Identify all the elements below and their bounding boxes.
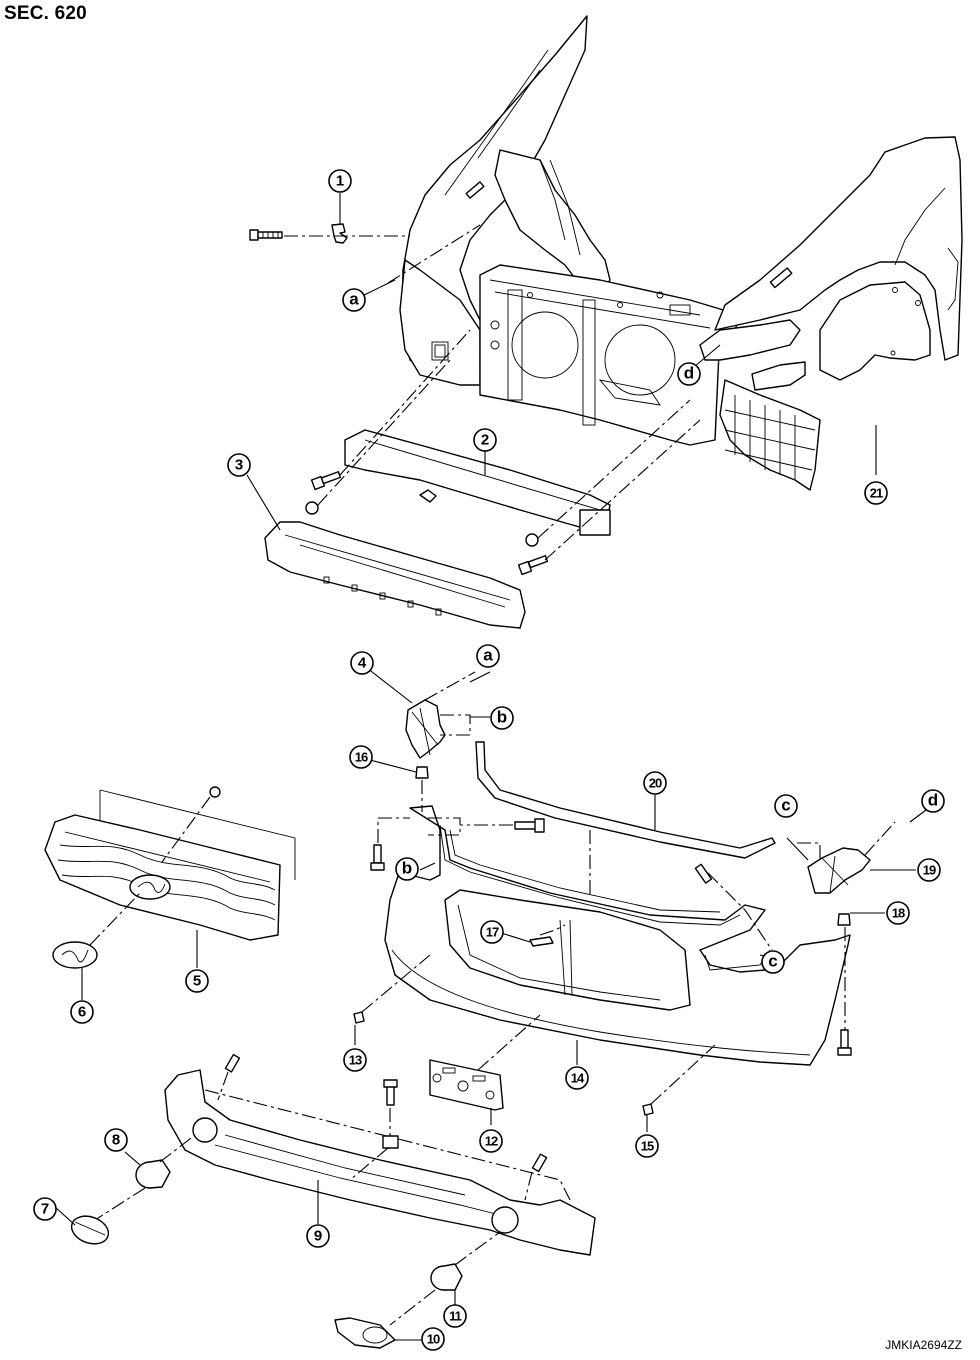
callout-15: 15: [635, 1134, 659, 1158]
svg-text:a: a: [483, 646, 493, 665]
callout-12: 12: [479, 1129, 503, 1153]
part-3-energy-absorber: [264, 521, 526, 629]
ref-c-lower: c: [761, 950, 785, 974]
svg-text:d: d: [928, 791, 938, 810]
svg-text:18: 18: [892, 906, 905, 921]
ref-a-lower: a: [476, 644, 500, 668]
svg-text:c: c: [768, 952, 777, 971]
section-title: SEC. 620: [4, 3, 87, 24]
svg-text:2: 2: [481, 432, 489, 449]
callout-11: 11: [443, 1304, 467, 1328]
svg-text:3: 3: [235, 457, 243, 474]
callout-16: 16: [349, 745, 373, 769]
svg-text:14: 14: [571, 1071, 585, 1086]
svg-text:20: 20: [649, 776, 662, 791]
ref-d-lower: d: [921, 789, 945, 813]
part-5-radiator-grille: [44, 786, 296, 941]
callout-7: 7: [33, 1197, 57, 1221]
part-12-license-bracket: [429, 1014, 541, 1111]
callout-4: 4: [350, 651, 374, 675]
svg-text:6: 6: [78, 1004, 86, 1021]
svg-text:10: 10: [427, 1332, 440, 1347]
callout-21: 21: [864, 481, 888, 505]
svg-text:17: 17: [486, 925, 499, 940]
part-2-bumper-reinforcement: [344, 429, 611, 536]
svg-text:16: 16: [355, 750, 368, 765]
callout-3: 3: [227, 453, 251, 477]
svg-text:11: 11: [449, 1309, 462, 1324]
callout-18: 18: [886, 901, 910, 925]
callout-8: 8: [104, 1128, 128, 1152]
ref-d-upper: d: [677, 362, 701, 386]
svg-text:d: d: [684, 364, 694, 383]
svg-text:13: 13: [349, 1053, 362, 1068]
callout-17: 17: [480, 920, 504, 944]
part-17-clip: [529, 924, 566, 947]
callout-6: 6: [70, 1000, 94, 1024]
callout-5: 5: [185, 969, 209, 993]
part-4-bracket: [405, 671, 476, 759]
callout-13: 13: [343, 1048, 367, 1072]
callout-1: 1: [328, 169, 352, 193]
screw-icon: [249, 229, 283, 241]
part-10-fog-cover: [334, 1317, 396, 1349]
part-7-fog-cover: [70, 1215, 110, 1245]
ref-c-upper: c: [774, 794, 798, 818]
fasteners-fascia: [353, 766, 852, 1116]
part-6-emblem: [52, 892, 141, 969]
svg-text:8: 8: [112, 1132, 120, 1149]
svg-text:5: 5: [193, 973, 201, 990]
ref-b-lower: b: [395, 857, 419, 881]
leader-lines: [54, 193, 927, 1341]
svg-text:c: c: [781, 796, 790, 815]
callout-19: 19: [917, 858, 941, 882]
part-1-clip: [249, 223, 481, 284]
callout-10: 10: [421, 1327, 445, 1351]
svg-text:7: 7: [41, 1201, 49, 1218]
front-body-structure: [399, 15, 741, 446]
callout-2: 2: [473, 428, 497, 452]
callout-20: 20: [643, 771, 667, 795]
svg-text:a: a: [349, 290, 359, 309]
part-19-bracket: [797, 821, 896, 894]
part-14-bumper-fascia: [384, 805, 851, 1066]
svg-text:1: 1: [336, 173, 344, 190]
svg-text:9: 9: [314, 1228, 322, 1245]
part-11-fog-lamp: [389, 1231, 501, 1326]
part-8-fog-lamp: [94, 1134, 196, 1221]
svg-text:19: 19: [923, 863, 936, 878]
figure-code: JMKIA2694ZZ: [885, 1338, 962, 1352]
svg-text:b: b: [402, 859, 412, 878]
svg-text:21: 21: [870, 486, 883, 501]
ref-a-upper: a: [342, 288, 366, 312]
svg-text:4: 4: [358, 655, 367, 672]
svg-text:12: 12: [485, 1134, 498, 1149]
callout-9: 9: [306, 1224, 330, 1248]
svg-text:b: b: [497, 708, 507, 727]
part-20-seal-strip: [475, 741, 776, 859]
ref-b-upper: b: [490, 706, 514, 730]
right-fender: [699, 136, 963, 491]
part-9-lower-spoiler: [164, 1053, 596, 1256]
fasteners-reinforcement: [305, 329, 701, 576]
svg-text:15: 15: [641, 1139, 654, 1154]
bolt-icon: [465, 181, 485, 199]
callout-14: 14: [565, 1066, 589, 1090]
